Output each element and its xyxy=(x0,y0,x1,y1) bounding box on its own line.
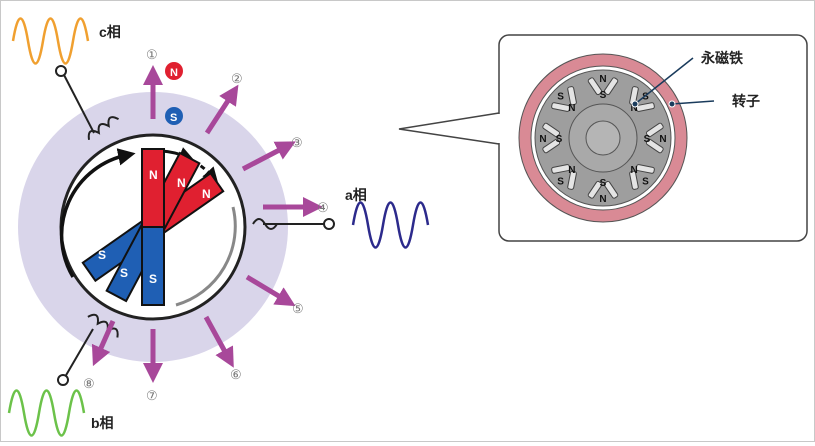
rotor-pole-label: S xyxy=(556,134,563,145)
permanent-magnet-leader-dot xyxy=(631,100,639,108)
position-number: ⑧ xyxy=(83,376,95,391)
south-pole-badge-label: S xyxy=(170,112,177,124)
rotor-magnet-pair xyxy=(645,122,664,154)
rotor-pole-label: S xyxy=(557,92,564,103)
rotor-magnet-pair xyxy=(551,86,577,112)
magnet-pole-n: N xyxy=(149,168,158,182)
rotor-pole-label: N xyxy=(568,103,575,114)
magnet-pole-s: S xyxy=(98,248,106,262)
rotor-pole-label: S xyxy=(642,176,649,187)
rotor-pole-label: N xyxy=(568,165,575,176)
rotor-pole-label: N xyxy=(659,134,666,145)
phase-a-coil xyxy=(252,218,278,230)
rotor-leader-dot xyxy=(668,100,676,108)
position-number: ⑦ xyxy=(146,388,158,403)
phase-c-wave xyxy=(11,17,90,65)
position-number: ⑥ xyxy=(230,367,242,382)
position-number: ② xyxy=(231,71,243,86)
phase-b-wave xyxy=(7,389,86,437)
phase-a-label: a相 xyxy=(345,187,367,203)
phase-c-label: c相 xyxy=(99,24,121,40)
phase-c-terminal xyxy=(55,65,67,77)
rotor-pole-label: N xyxy=(539,134,546,145)
callout-pointer xyxy=(398,112,500,145)
magnet-pole-n: N xyxy=(202,187,211,201)
rotor-magnet-pair xyxy=(587,180,619,199)
permanent-magnet-leader xyxy=(634,57,694,105)
phase-b-lead xyxy=(64,328,94,378)
field-arrow-6 xyxy=(203,315,234,368)
phase-a-wave xyxy=(351,201,430,249)
rotor-pole-label: S xyxy=(557,176,564,187)
magnet-pole-s: S xyxy=(120,266,128,280)
rotor-pole-label: N xyxy=(630,103,637,114)
magnet-pole-s: S xyxy=(149,272,157,286)
rotor-pole-label: S xyxy=(600,178,607,189)
permanent-magnet-label: 永磁铁 xyxy=(700,50,743,66)
position-number: ⑤ xyxy=(292,301,304,316)
rotation-track-gray xyxy=(175,206,237,307)
rotor-magnet-pair xyxy=(551,164,577,190)
rotor-magnet-pair xyxy=(587,77,619,96)
rotor-pole-label: S xyxy=(644,134,651,145)
phase-c-lead xyxy=(62,72,95,134)
rotor-pole-label: N xyxy=(630,165,637,176)
north-pole-badge-label: N xyxy=(170,67,178,79)
field-arrow-3 xyxy=(241,141,296,172)
rotor-pole-label: N xyxy=(599,194,606,205)
field-arrow-2 xyxy=(204,84,239,135)
north-pole-badge xyxy=(165,62,183,80)
rotor-label: 转子 xyxy=(732,93,760,109)
field-arrow-5 xyxy=(245,274,296,307)
magnet-pole-n: N xyxy=(177,176,186,190)
rotor-leader xyxy=(671,100,715,105)
south-pole-badge xyxy=(165,107,183,125)
field-arrow-8 xyxy=(91,319,116,367)
phase-b-terminal xyxy=(57,374,69,386)
rotation-arrow-icon xyxy=(59,148,136,278)
phase-b-label: b相 xyxy=(91,415,114,431)
rotor-magnet-pair xyxy=(629,164,655,190)
magnet-vertical xyxy=(141,148,165,306)
position-number: ① xyxy=(146,47,158,62)
rotor-shaft xyxy=(585,120,621,156)
phase-c-coil xyxy=(87,116,120,140)
rotor-magnet-pair xyxy=(542,122,561,154)
position-number: ③ xyxy=(291,135,303,150)
phase-a-terminal xyxy=(323,218,335,230)
rotor-pole-label: S xyxy=(600,90,607,101)
phase-b-coil xyxy=(87,313,119,338)
rotor-pole-label: N xyxy=(599,74,606,85)
rotor-pole-label: S xyxy=(642,92,649,103)
position-number: ④ xyxy=(317,200,329,215)
rotor-magnet-pair xyxy=(629,86,655,112)
